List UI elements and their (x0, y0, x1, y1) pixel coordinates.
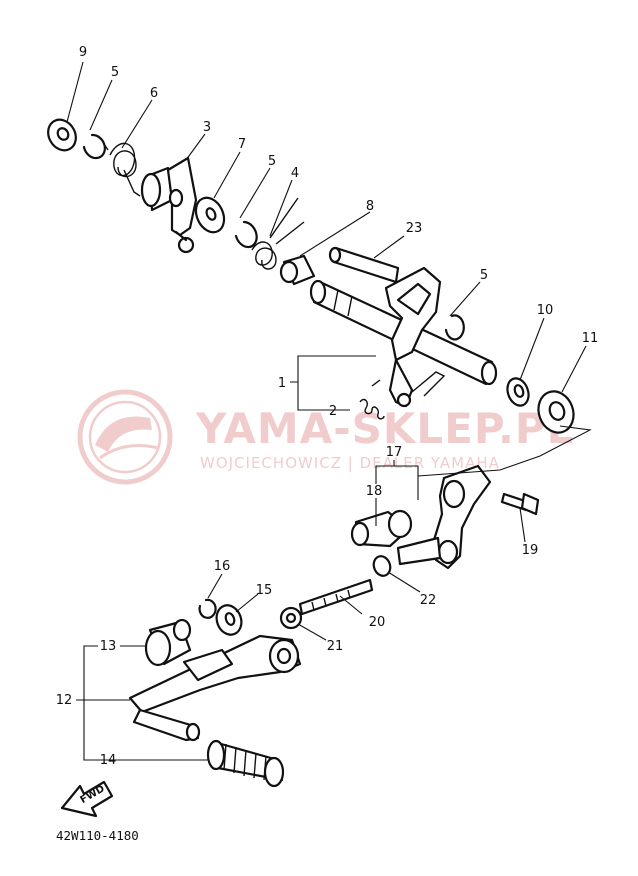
callout-4: 4 (291, 166, 299, 181)
callout-numbers: 9 5 6 3 7 5 4 8 23 5 10 11 1 2 17 18 19 … (56, 45, 599, 768)
callout-11: 11 (582, 331, 599, 346)
washer-7 (194, 196, 226, 234)
callout-18: 18 (366, 484, 383, 499)
washer-9 (47, 118, 77, 152)
drawing-code: 42W110-4180 (56, 828, 139, 843)
bolt-19 (500, 492, 540, 516)
callout-23: 23 (406, 221, 423, 236)
watermark-subtitle: WOJCIECHOWICZ | DEALER YAMAHA (200, 454, 500, 472)
callout-15: 15 (256, 583, 273, 598)
shift-shaft-1 (309, 266, 498, 408)
callout-17: 17 (386, 445, 403, 460)
stopper-lever-3 (140, 156, 198, 254)
watermark-title: YAMA-SKLEP.PL (195, 404, 574, 453)
callout-22: 22 (420, 593, 437, 608)
watermark-logo-icon (77, 389, 173, 485)
callout-10: 10 (537, 303, 554, 318)
washer-10 (506, 377, 530, 407)
callout-5-c: 5 (480, 268, 488, 283)
nut-21 (279, 606, 303, 630)
shift-pedal-12 (128, 634, 302, 742)
callout-3: 3 (203, 120, 211, 135)
callout-19: 19 (522, 543, 539, 558)
circlip-5-b (234, 220, 258, 249)
washer-15 (215, 604, 243, 636)
callout-2: 2 (329, 404, 337, 419)
shift-rod-20 (298, 578, 374, 616)
callout-8: 8 (366, 199, 374, 214)
shift-arm-17 (396, 464, 492, 570)
fwd-arrow-icon: FWD (60, 780, 114, 818)
callout-13: 13 (100, 639, 117, 654)
pedal-rubber-14 (206, 739, 285, 788)
callout-1: 1 (278, 376, 286, 391)
bushing-13 (144, 618, 192, 667)
nut-22 (372, 555, 392, 577)
return-spring-4 (251, 197, 305, 270)
callout-6: 6 (150, 86, 158, 101)
torsion-spring-6 (103, 142, 141, 197)
callout-9: 9 (79, 45, 87, 60)
spring-2 (359, 398, 385, 420)
circlip-5-c (444, 314, 465, 341)
circlip-16 (198, 598, 217, 619)
callout-5-a: 5 (111, 65, 119, 80)
leader-lines (66, 61, 592, 761)
callout-21: 21 (327, 639, 344, 654)
joint-18 (350, 509, 413, 548)
pin-23 (328, 246, 400, 284)
callout-5-b: 5 (268, 154, 276, 169)
callout-12: 12 (56, 693, 73, 708)
callout-7: 7 (238, 137, 246, 152)
oil-seal-11 (537, 390, 575, 434)
circlip-5-a (82, 133, 106, 160)
callout-14: 14 (100, 753, 117, 768)
callout-16: 16 (214, 559, 231, 574)
dealer-watermark: YAMA-SKLEP.PL WOJCIECHOWICZ | DEALER YAM… (77, 389, 574, 485)
callout-20: 20 (369, 615, 386, 630)
collar-8 (279, 254, 316, 286)
